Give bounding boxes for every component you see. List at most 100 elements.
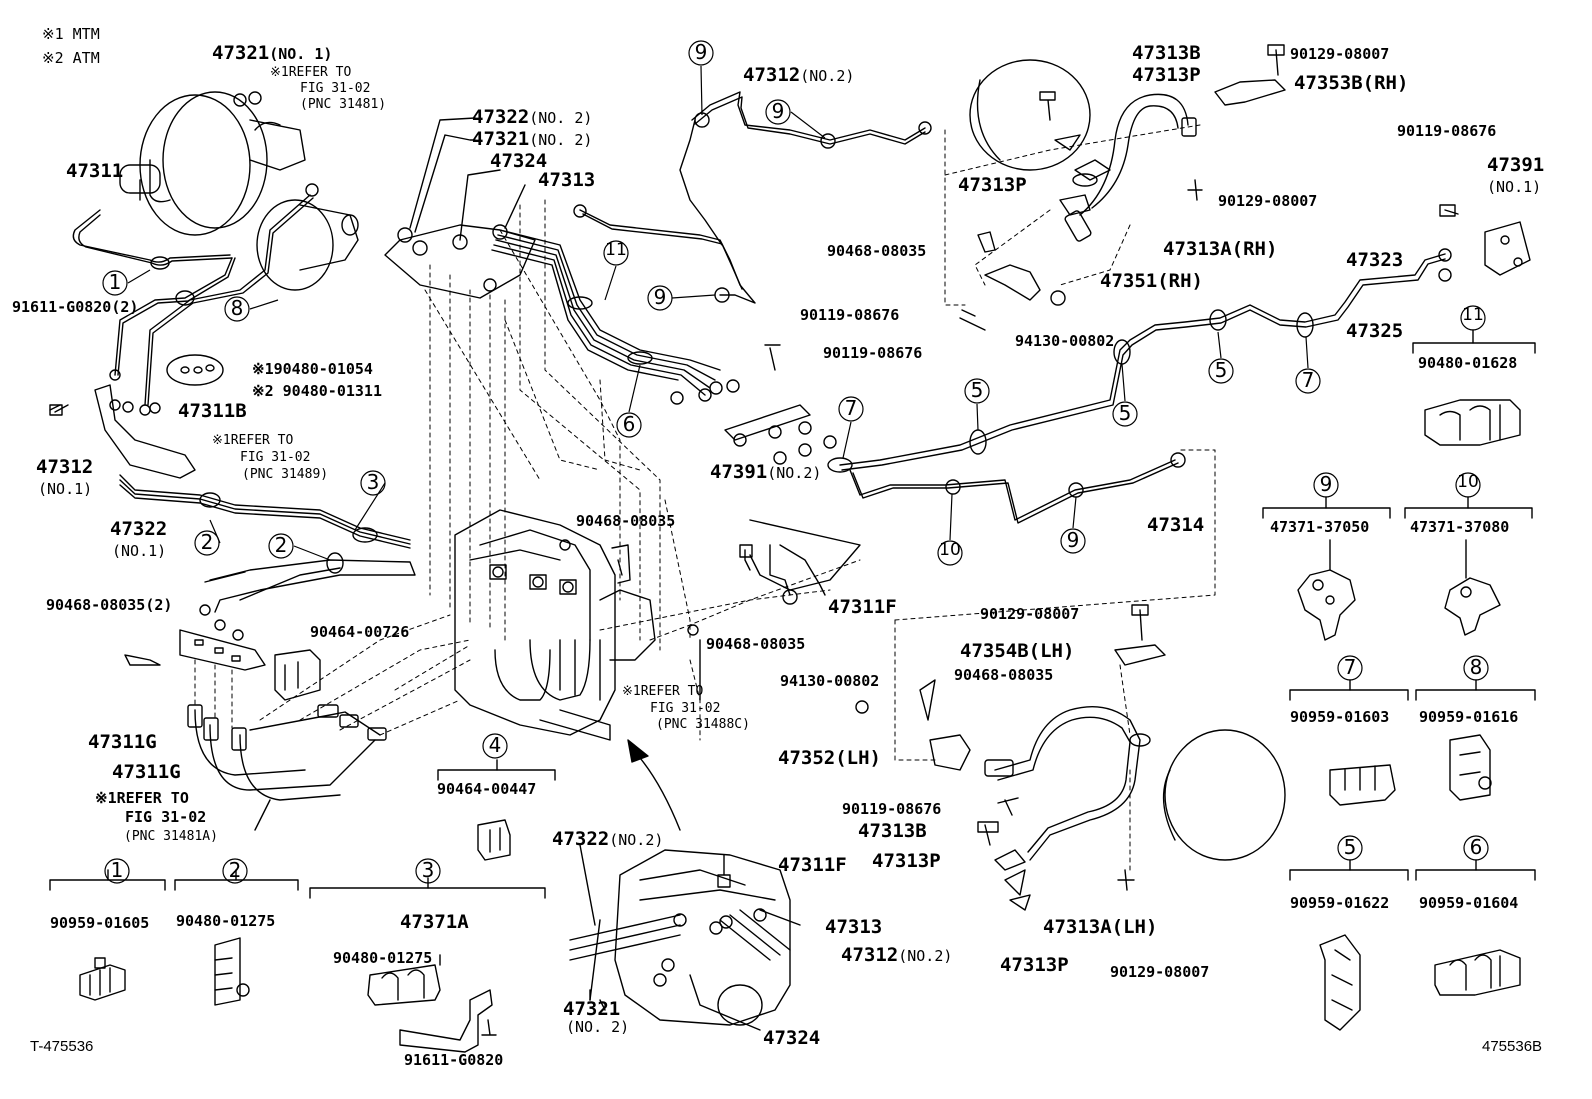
union-47391-no2 [724,344,837,465]
part-label-90468-08035-b: 90468-08035 [706,635,806,653]
clamp-90959-01603 [1329,764,1396,806]
callout-8-detail: 8 [1469,655,1483,679]
part-label-90119-08676-d: 90119-08676 [842,800,942,818]
ref-note-3-fig: FIG 31-02 [125,808,207,826]
part-label-90129-08007-d: 90129-08007 [1110,963,1210,981]
callout-3: 3 [366,470,380,494]
part-label-47322-no2: 47322(NO. 2) [472,106,593,128]
part-label-47313b: 47313B [1132,42,1201,64]
arrow-to-detail [627,739,681,831]
ref-note-1: ※1REFER TO [270,65,352,80]
part-label-91611-g0820-2: 91611-G0820(2) [12,298,139,316]
clip-47371-37080 [1444,539,1501,636]
hose-47313a-rh [1039,44,1286,242]
part-label-47325: 47325 [1346,320,1404,342]
front-disc-lh [1162,729,1286,861]
part-label-90480-01628: 90480-01628 [1418,354,1518,372]
part-label-47322-no1: 47322 [110,518,168,540]
clamp-90480-01628 [1424,399,1521,446]
clamp-90959-01616 [1449,734,1492,801]
clip-47371-37050 [1297,539,1356,641]
clamp-90480-01275 [214,937,250,1006]
callout-11-detail: 11 [1462,305,1484,325]
part-label-47371a: 47371A [400,911,469,933]
part-label-91611-g0820: 91611-G0820 [404,1051,504,1069]
callout-8: 8 [230,296,244,320]
callout-5c: 5 [1214,358,1228,382]
part-label-47314: 47314 [1147,514,1205,536]
part-label-47313: 47313 [538,169,596,191]
part-label-90129-08007-a: 90129-08007 [1290,45,1390,63]
part-label-90468-08035-c: 90468-08035 [827,242,927,260]
grommet-90480 [166,354,224,386]
clamp-90959-01605 [79,957,126,1001]
bracket-plate [124,629,266,671]
clamp-90959-01604 [1434,949,1521,996]
union-47391-no1 [1439,204,1531,276]
part-label-90959-01603: 90959-01603 [1290,708,1390,726]
part-label-47313-b: 47313 [825,916,883,938]
callout-7-detail: 7 [1343,655,1357,679]
callout-11: 11 [605,240,627,260]
bracket-47351-rh [959,231,1066,331]
ref-note-2: ※1REFER TO [212,433,294,448]
note-atm: ※2 ATM [42,49,100,67]
part-label-47311b: 47311B [178,400,247,422]
part-label-90464-00447: 90464-00447 [437,780,537,798]
ref-note-2-pnc: (PNC 31489) [242,467,329,482]
ref-note-4-fig: FIG 31-02 [650,701,721,716]
part-label-47321-no2-b: 47321 [563,998,621,1020]
part-label-47313p-d: 47313P [1000,954,1069,976]
part-label-47321-no2-b-suffix: (NO. 2) [566,1018,630,1036]
detail-brackets [49,329,1536,899]
part-label-47313a-rh: 47313A(RH) [1163,238,1278,260]
bracket-47371a [367,954,497,1053]
abs-actuator-detail [569,844,801,1031]
hose-47313a-lh [855,604,1166,911]
callout-1: 1 [108,270,122,294]
part-label-47324: 47324 [490,150,548,172]
part-label-47313p-b: 47313P [958,174,1027,196]
figure-code-left: T-475536 [30,1038,94,1055]
part-label-47313p-c: 47313P [872,850,941,872]
clip-90468-08035-center [611,544,631,584]
part-label-90959-01604: 90959-01604 [1419,894,1519,912]
part-label-47312-no2-b: 47312(NO.2) [841,944,953,966]
part-label-47311: 47311 [66,160,124,182]
part-label-47391-no1-suffix: (NO.1) [1487,178,1542,196]
callout-5b: 5 [1118,401,1132,425]
brake-lines-47311g [187,704,387,831]
part-label-47312-no2: 47312(NO.2) [743,64,855,86]
part-label-90480-01275-b: 90480-01275 [333,949,433,967]
brake-booster [119,91,319,236]
part-label-94130-00802-a: 94130-00802 [1015,332,1115,350]
brake-line-47314 [849,452,1186,524]
part-label-47391-no1: 47391 [1487,154,1545,176]
part-label-90480-01275: 90480-01275 [176,912,276,930]
part-label-47324-b: 47324 [763,1027,821,1049]
ref-note-4: ※1REFER TO [622,684,704,699]
front-disc-rh [969,59,1091,171]
callout-9a: 9 [694,40,708,64]
part-label-47322-no2-b: 47322(NO.2) [552,828,664,850]
part-label-90468-08035-a: 90468-08035 [576,512,676,530]
part-label-47312-no1-suffix: (NO.1) [38,480,93,498]
callout-2-detail: 2 [228,858,242,882]
callout-6: 6 [622,412,636,436]
callout-9b: 9 [771,99,785,123]
part-label-47351-rh: 47351(RH) [1100,270,1203,292]
callout-10: 10 [939,540,961,560]
clamp-90464-00447 [477,819,511,861]
part-label-94130-00802-b: 94130-00802 [780,672,880,690]
clamp-90464-00726 [274,649,321,701]
part-label-90119-08676-a: 90119-08676 [800,306,900,324]
part-label-47311g-b: 47311G [112,761,181,783]
part-label-90468-08035-d: 90468-08035 [954,666,1054,684]
ref-note-1-fig: FIG 31-02 [300,81,371,96]
part-label-90119-08676-c: 90119-08676 [1397,122,1497,140]
callout-4: 4 [488,733,502,757]
part-label-90119-08676-b: 90119-08676 [823,344,923,362]
part-label-47371-37050: 47371-37050 [1270,518,1370,536]
